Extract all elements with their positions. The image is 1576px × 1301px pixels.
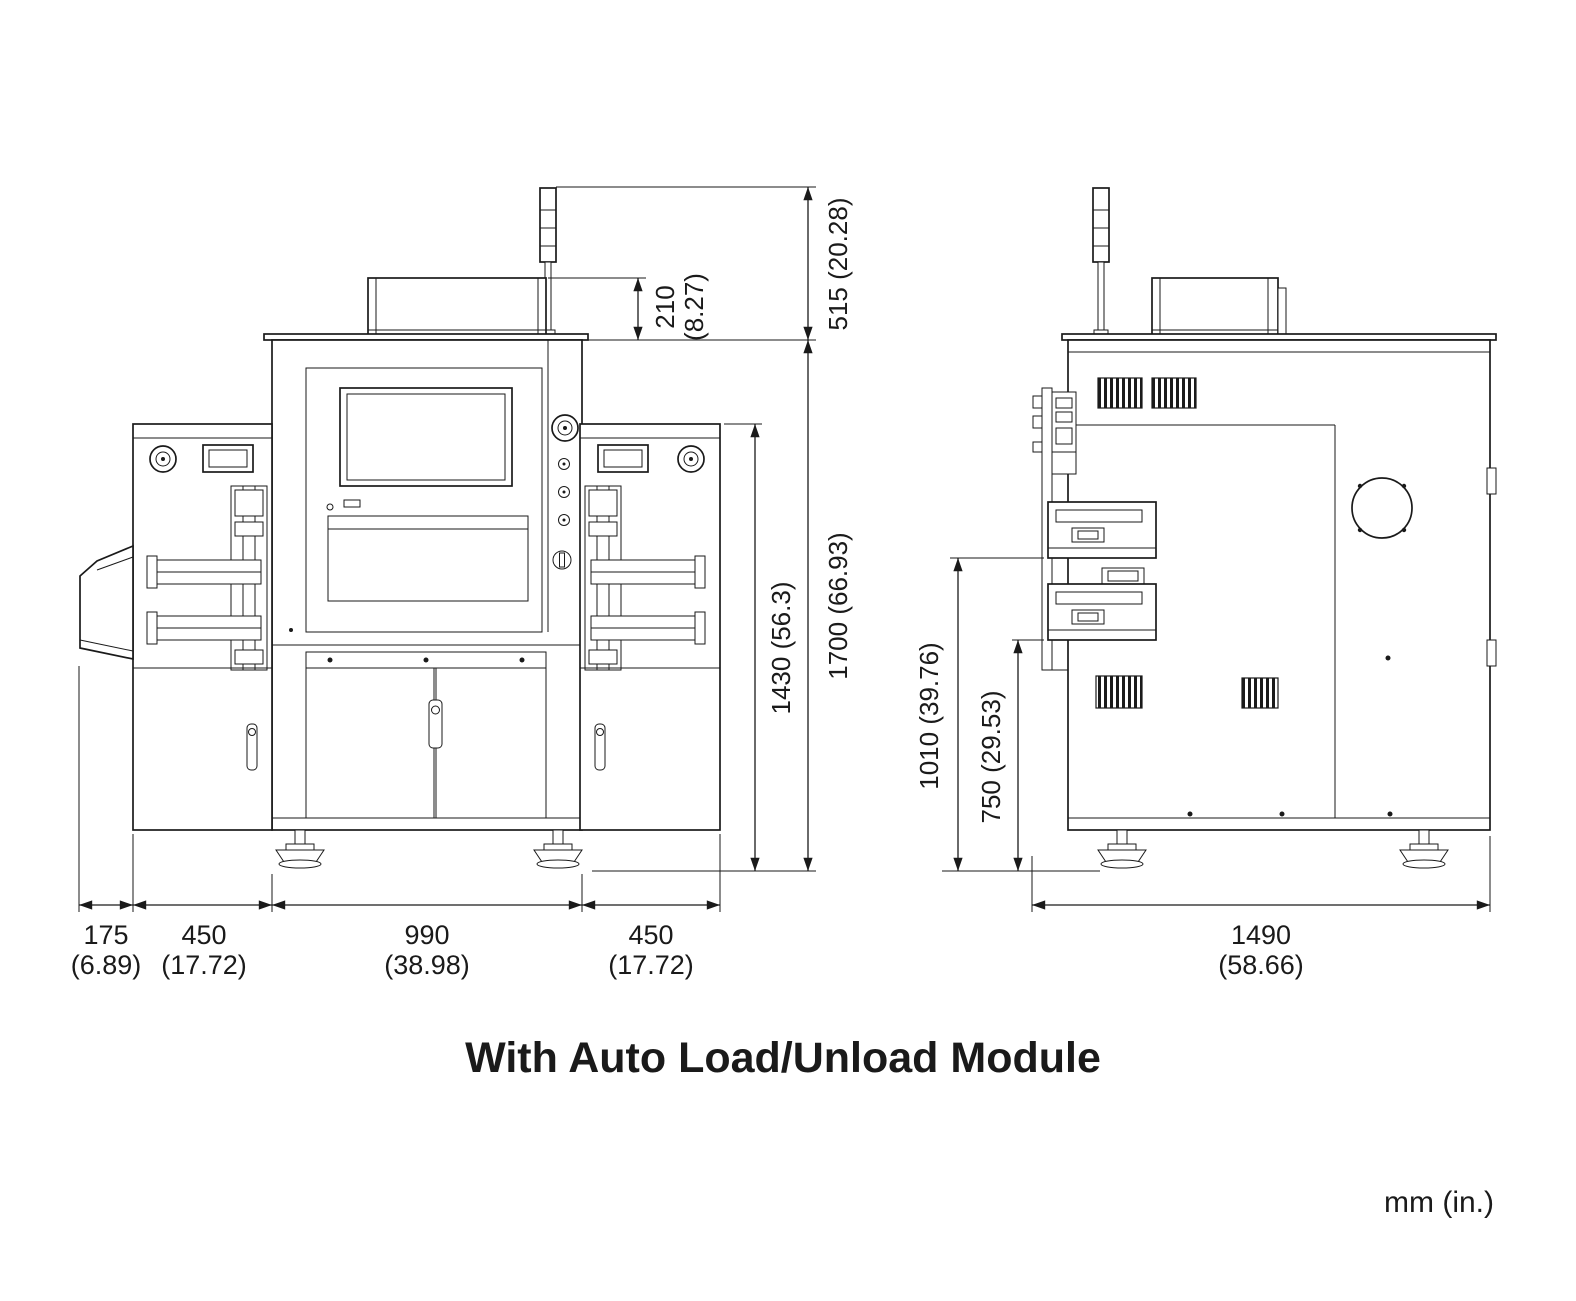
side-dimensions: 1010 (39.76) 750 (29.53) 1490 (58.66) bbox=[914, 557, 1491, 980]
dim-left-module-width-in: (17.72) bbox=[161, 950, 247, 980]
dim-chute-width-mm: 175 bbox=[83, 920, 128, 950]
conveyor-slot bbox=[327, 515, 529, 530]
page-title: With Auto Load/Unload Module bbox=[465, 1034, 1101, 1082]
front-screen bbox=[339, 387, 513, 487]
emergency-stop-icon bbox=[551, 414, 579, 442]
magazine-shelf-lower bbox=[1047, 583, 1157, 641]
dim-light-tower-height: 515 (20.28) bbox=[823, 198, 853, 331]
dim-right-module-width-in: (17.72) bbox=[608, 950, 694, 980]
dim-body-width-mm: 990 bbox=[404, 920, 449, 950]
dim-total-height: 1700 (66.93) bbox=[823, 532, 853, 679]
hinge bbox=[1486, 639, 1497, 667]
side-view: 1010 (39.76) 750 (29.53) 1490 (58.66) bbox=[914, 187, 1497, 980]
dim-chute-width-in: (6.89) bbox=[71, 950, 142, 980]
dim-hood-height-mm: 210 bbox=[650, 285, 680, 328]
dim-right-module-width-mm: 450 bbox=[628, 920, 673, 950]
dim-lower-shelf-height: 750 (29.53) bbox=[976, 691, 1006, 824]
magazine-arm-upper bbox=[146, 555, 262, 589]
dim-left-module-width-mm: 450 bbox=[181, 920, 226, 950]
dim-module-height: 1430 (56.3) bbox=[766, 582, 796, 715]
side-hood bbox=[1151, 277, 1287, 341]
front-right-module bbox=[579, 423, 721, 831]
vent-grille-icon bbox=[1151, 377, 1197, 409]
small-button bbox=[326, 503, 334, 511]
key-switch-icon bbox=[552, 550, 572, 570]
leveling-foot-icon bbox=[1399, 829, 1449, 869]
dim-depth-in: (58.66) bbox=[1218, 950, 1304, 980]
door-handle bbox=[594, 723, 606, 771]
exit-chute bbox=[79, 544, 134, 661]
magazine-arm-upper bbox=[590, 555, 706, 589]
door-handle bbox=[246, 723, 258, 771]
front-left-module bbox=[79, 423, 273, 831]
hinge bbox=[1486, 467, 1497, 495]
magazine-arm-lower bbox=[590, 611, 706, 645]
side-top-plate bbox=[1061, 333, 1497, 341]
vent-grille-icon bbox=[1241, 677, 1279, 709]
hinge-band bbox=[305, 651, 547, 669]
side-load-mechanism bbox=[1032, 387, 1157, 671]
fan-port-icon bbox=[1351, 477, 1413, 539]
dim-body-width-in: (38.98) bbox=[384, 950, 470, 980]
control-column bbox=[547, 340, 579, 632]
magazine-arm-lower bbox=[146, 611, 262, 645]
magazine-shelf-upper bbox=[1047, 501, 1157, 559]
module-display bbox=[202, 444, 254, 473]
vent-grille-icon bbox=[1097, 377, 1143, 409]
front-top-plate bbox=[263, 333, 589, 341]
emergency-stop-icon bbox=[149, 445, 177, 473]
units-label: mm (in.) bbox=[1384, 1186, 1494, 1219]
front-dimensions: 515 (20.28) 210 (8.27) 1700 (66.93) 1430… bbox=[71, 186, 853, 980]
front-view: 515 (20.28) 210 (8.27) 1700 (66.93) 1430… bbox=[71, 186, 853, 980]
front-main-body bbox=[271, 339, 583, 831]
dim-upper-shelf-height: 1010 (39.76) bbox=[914, 642, 944, 789]
vent-grille-icon bbox=[1095, 675, 1143, 709]
module-display bbox=[597, 444, 649, 473]
leveling-foot-icon bbox=[533, 829, 583, 869]
leveling-foot-icon bbox=[1097, 829, 1147, 869]
nameplate bbox=[343, 499, 361, 508]
dim-depth-mm: 1490 bbox=[1231, 920, 1291, 950]
emergency-stop-icon bbox=[677, 445, 705, 473]
front-hood bbox=[367, 277, 547, 341]
leveling-foot-icon bbox=[275, 829, 325, 869]
side-signal-tower-icon bbox=[1092, 187, 1110, 341]
dim-hood-height-in: (8.27) bbox=[679, 273, 709, 341]
front-access-window bbox=[327, 528, 529, 602]
front-doors bbox=[305, 667, 547, 819]
